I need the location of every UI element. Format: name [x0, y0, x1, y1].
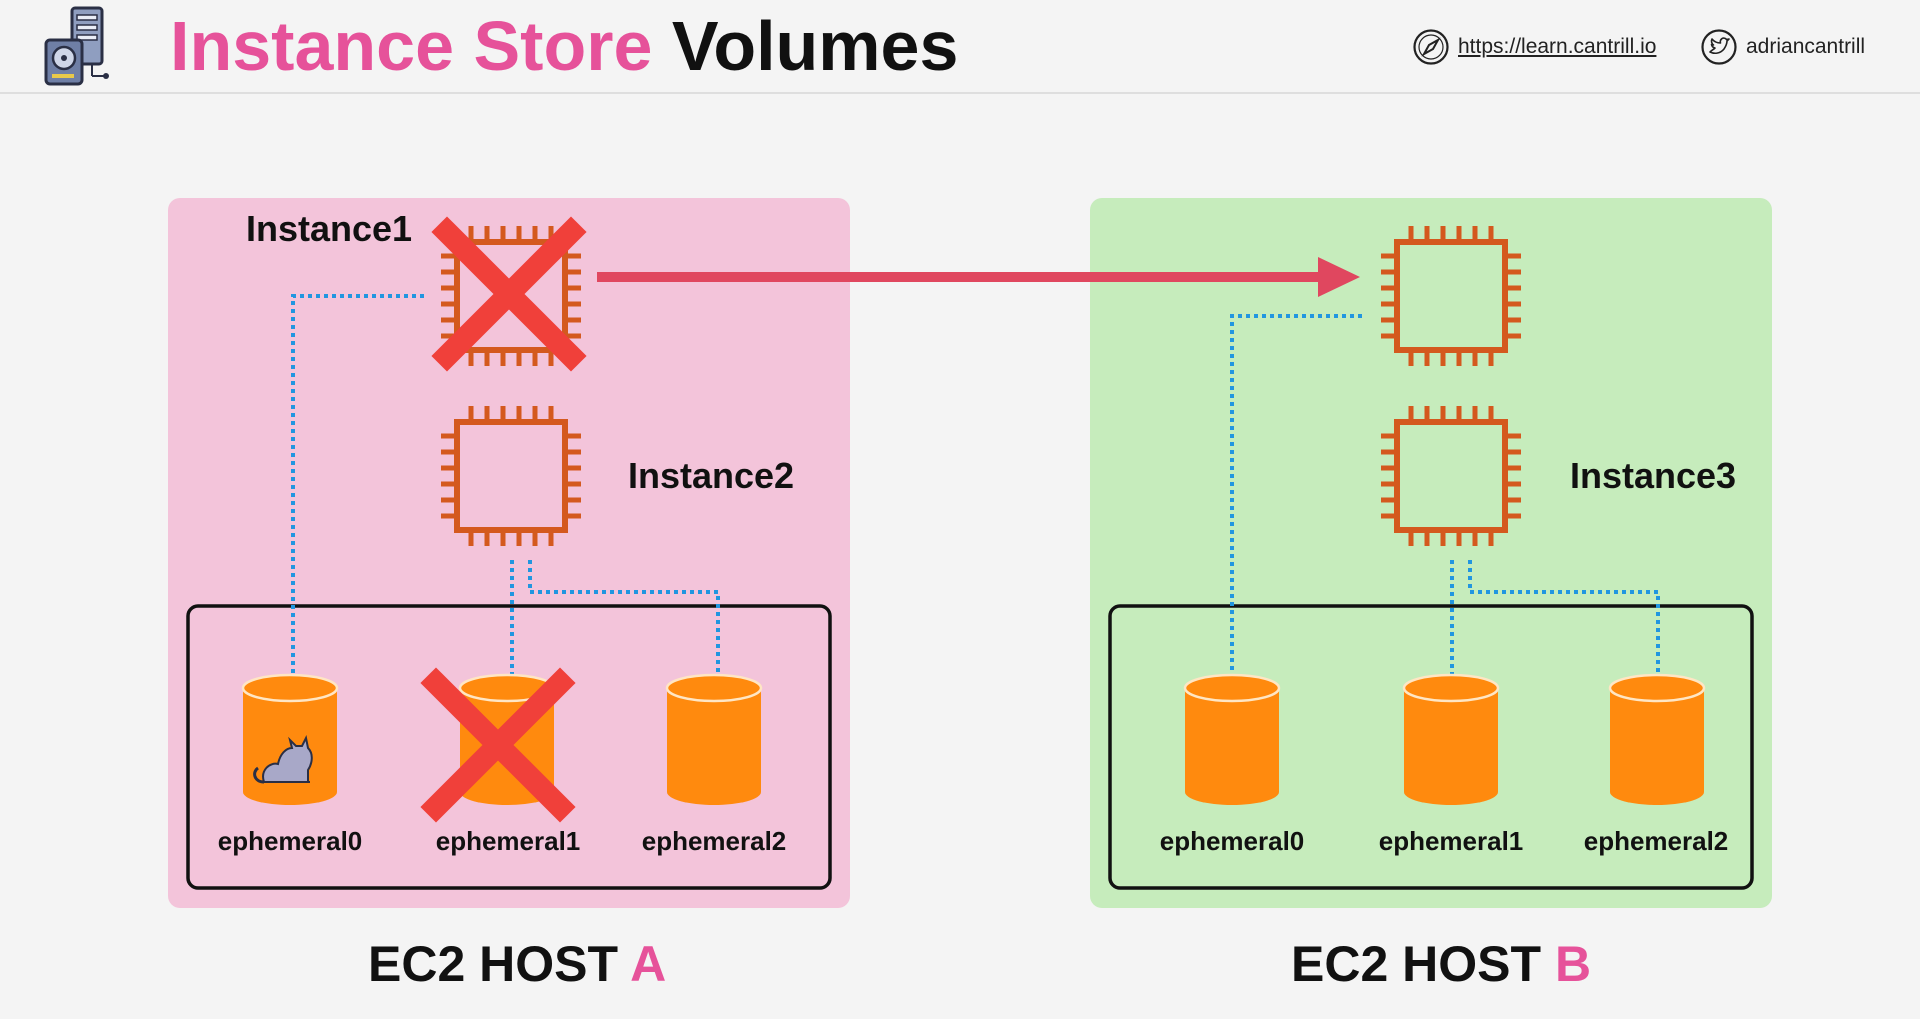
storage-server-logo-icon — [44, 6, 109, 86]
compass-icon — [1413, 29, 1449, 65]
title-part-2: Volumes — [671, 7, 959, 85]
page-title: Instance Store Volumes — [170, 6, 958, 86]
host-b-label-text: EC2 HOST — [1291, 936, 1542, 992]
host-a-ephemeral0-label: ephemeral0 — [218, 826, 363, 856]
host-b-ephemeral0-label: ephemeral0 — [1160, 826, 1305, 856]
host-b-connectors — [1230, 314, 1660, 680]
host-b-instance-store — [1108, 604, 1754, 890]
twitter-handle[interactable]: adriancantrill — [1700, 28, 1865, 66]
host-a-ephemeral1-label: ephemeral1 — [436, 826, 581, 856]
connector-migrated-ephemeral0 — [1230, 314, 1362, 680]
host-a-label-text: EC2 HOST — [368, 936, 619, 992]
migration-arrow — [597, 257, 1360, 297]
host-b-ephemeral1-label: ephemeral1 — [1379, 826, 1524, 856]
instance1-label: Instance1 — [246, 208, 412, 249]
instance3-label: Instance3 — [1570, 455, 1736, 496]
title-part-1: Instance Store — [170, 7, 653, 85]
host-b-ephemeral2-volume-icon — [1608, 673, 1706, 807]
host-b-ephemeral1-volume-icon — [1402, 673, 1500, 807]
connector-instance2-ephemeral2 — [528, 560, 720, 680]
website-url[interactable]: https://learn.cantrill.io — [1458, 35, 1657, 58]
connector-instance1-ephemeral0 — [291, 294, 424, 680]
ephemeral2-volume-icon — [665, 673, 763, 807]
connector-instance3-ephemeral2 — [1468, 560, 1660, 680]
twitter-bird-icon — [1701, 29, 1737, 65]
header: Instance Store Volumes https://learn.can… — [0, 0, 1920, 94]
website-link[interactable]: https://learn.cantrill.io — [1412, 28, 1656, 66]
host-a-label: EC2 HOST A — [368, 932, 666, 996]
host-a-letter: A — [630, 936, 667, 992]
twitter-name[interactable]: adriancantrill — [1746, 35, 1866, 58]
host-b-label: EC2 HOST B — [1291, 932, 1591, 996]
host-a-instance-store — [186, 604, 832, 890]
host-a-ephemeral2-label: ephemeral2 — [642, 826, 787, 856]
host-a-connectors — [291, 294, 720, 680]
cat-data-icon — [253, 734, 313, 784]
host-b-ephemeral0-volume-icon — [1183, 673, 1281, 807]
host-b-letter: B — [1554, 936, 1592, 992]
host-b-ephemeral2-label: ephemeral2 — [1584, 826, 1729, 856]
instance2-label: Instance2 — [628, 455, 794, 496]
